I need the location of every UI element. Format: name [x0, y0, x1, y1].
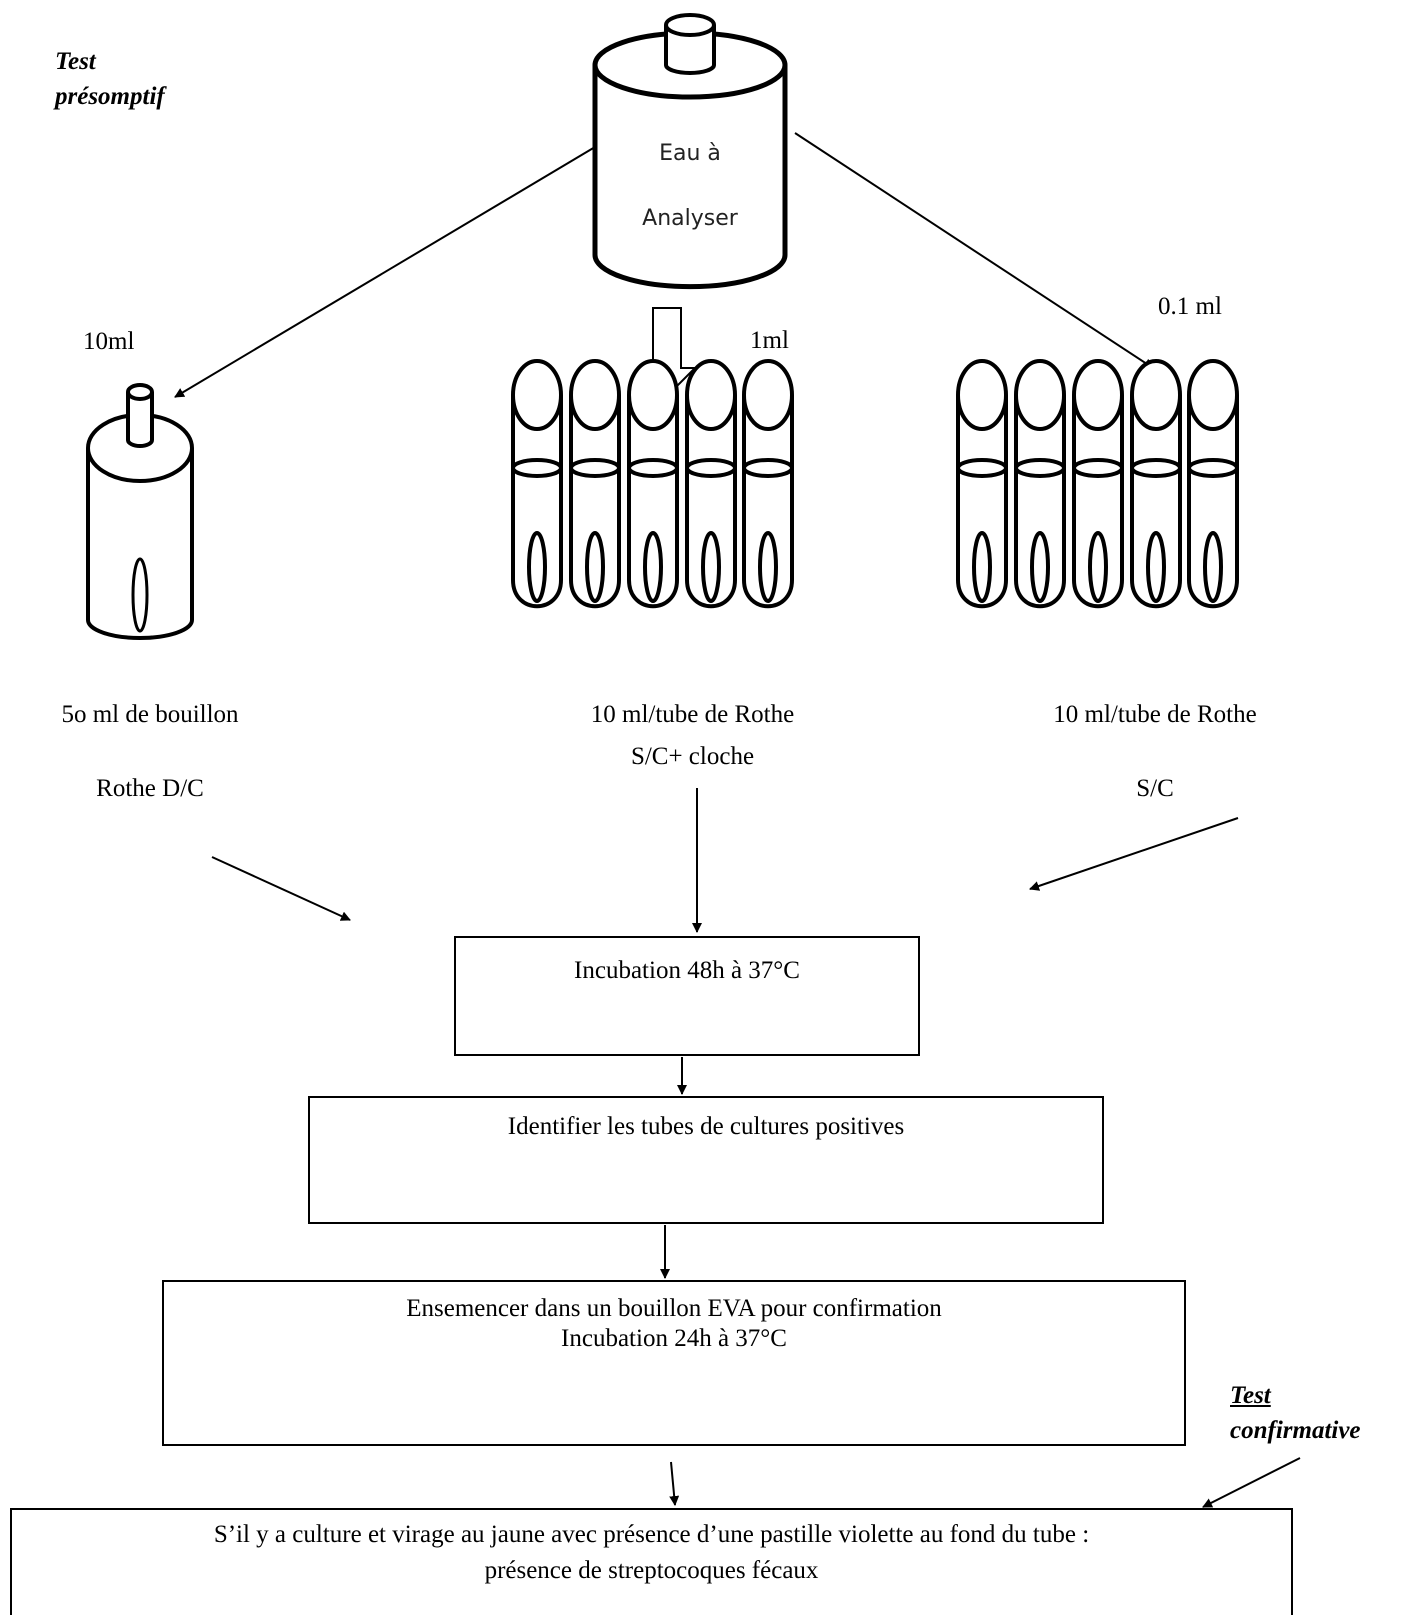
caption-right-line2: S/C [1136, 775, 1174, 802]
tube-icon [1130, 359, 1182, 609]
step-box-identify-positive: Identifier les tubes de cultures positiv… [308, 1096, 1104, 1224]
presumptive-header-line1: Test [55, 48, 96, 75]
bottle-label-line1: Eau à [659, 141, 721, 166]
presumptive-header: Test présomptif [55, 44, 165, 114]
volume-right: 0.1 ml [1158, 293, 1222, 320]
tube-rack-middle-icon [511, 359, 794, 609]
tube-icon [511, 359, 563, 609]
tube-rack-right-icon [956, 359, 1239, 609]
tube-icon [1187, 359, 1239, 609]
step-box-eva-confirmation: Ensemencer dans un bouillon EVA pour con… [162, 1280, 1186, 1446]
tube-icon [627, 359, 679, 609]
caption-left-line2: Rothe D/C [96, 775, 204, 802]
tube-icon [1072, 359, 1124, 609]
arrow-left-to-incubation [211, 856, 351, 921]
confirmative-header-line2: confirmative [1230, 1417, 1361, 1444]
bottle-label-line2: Analyser [642, 206, 739, 231]
tube-icon [685, 359, 737, 609]
arrow-to-right-tubes [794, 132, 1154, 369]
step-text: Incubation 24h à 37°C [561, 1325, 787, 1352]
caption-left-line1: 5o ml de bouillon [61, 701, 239, 728]
confirmative-header-line1: Test [1230, 1382, 1271, 1409]
step-box-result: S’il y a culture et virage au jaune avec… [10, 1508, 1293, 1615]
arrow-confirmative [1202, 1457, 1301, 1508]
confirmative-header: Test confirmative [1230, 1378, 1361, 1448]
tube-icon [569, 359, 621, 609]
caption-middle-line1: 10 ml/tube de Rothe [590, 701, 795, 728]
step-text: présence de streptocoques fécaux [484, 1557, 819, 1584]
caption-right-line1: 10 ml/tube de Rothe [1053, 701, 1257, 728]
source-bottle-icon: Eau à Analyser [592, 13, 788, 290]
tube-icon [742, 359, 794, 609]
step-text: Ensemencer dans un bouillon EVA pour con… [406, 1295, 942, 1322]
flask-icon [86, 383, 194, 640]
step-text: S’il y a culture et virage au jaune avec… [213, 1521, 1090, 1548]
step-text: Incubation 48h à 37°C [574, 957, 800, 984]
step-box-incubation-48h: Incubation 48h à 37°C [454, 936, 920, 1056]
tube-icon [1014, 359, 1066, 609]
step-text: Identifier les tubes de cultures positiv… [507, 1113, 905, 1140]
volume-middle: 1ml [750, 327, 789, 354]
arrow-step3-to-step4 [669, 1461, 680, 1506]
tube-icon [956, 359, 1008, 609]
arrow-to-flask [174, 146, 596, 398]
presumptive-header-line2: présomptif [55, 83, 165, 110]
arrow-right-to-incubation [1029, 817, 1239, 891]
caption-middle-line2: S/C+ cloche [630, 743, 755, 770]
volume-left: 10ml [83, 328, 135, 355]
